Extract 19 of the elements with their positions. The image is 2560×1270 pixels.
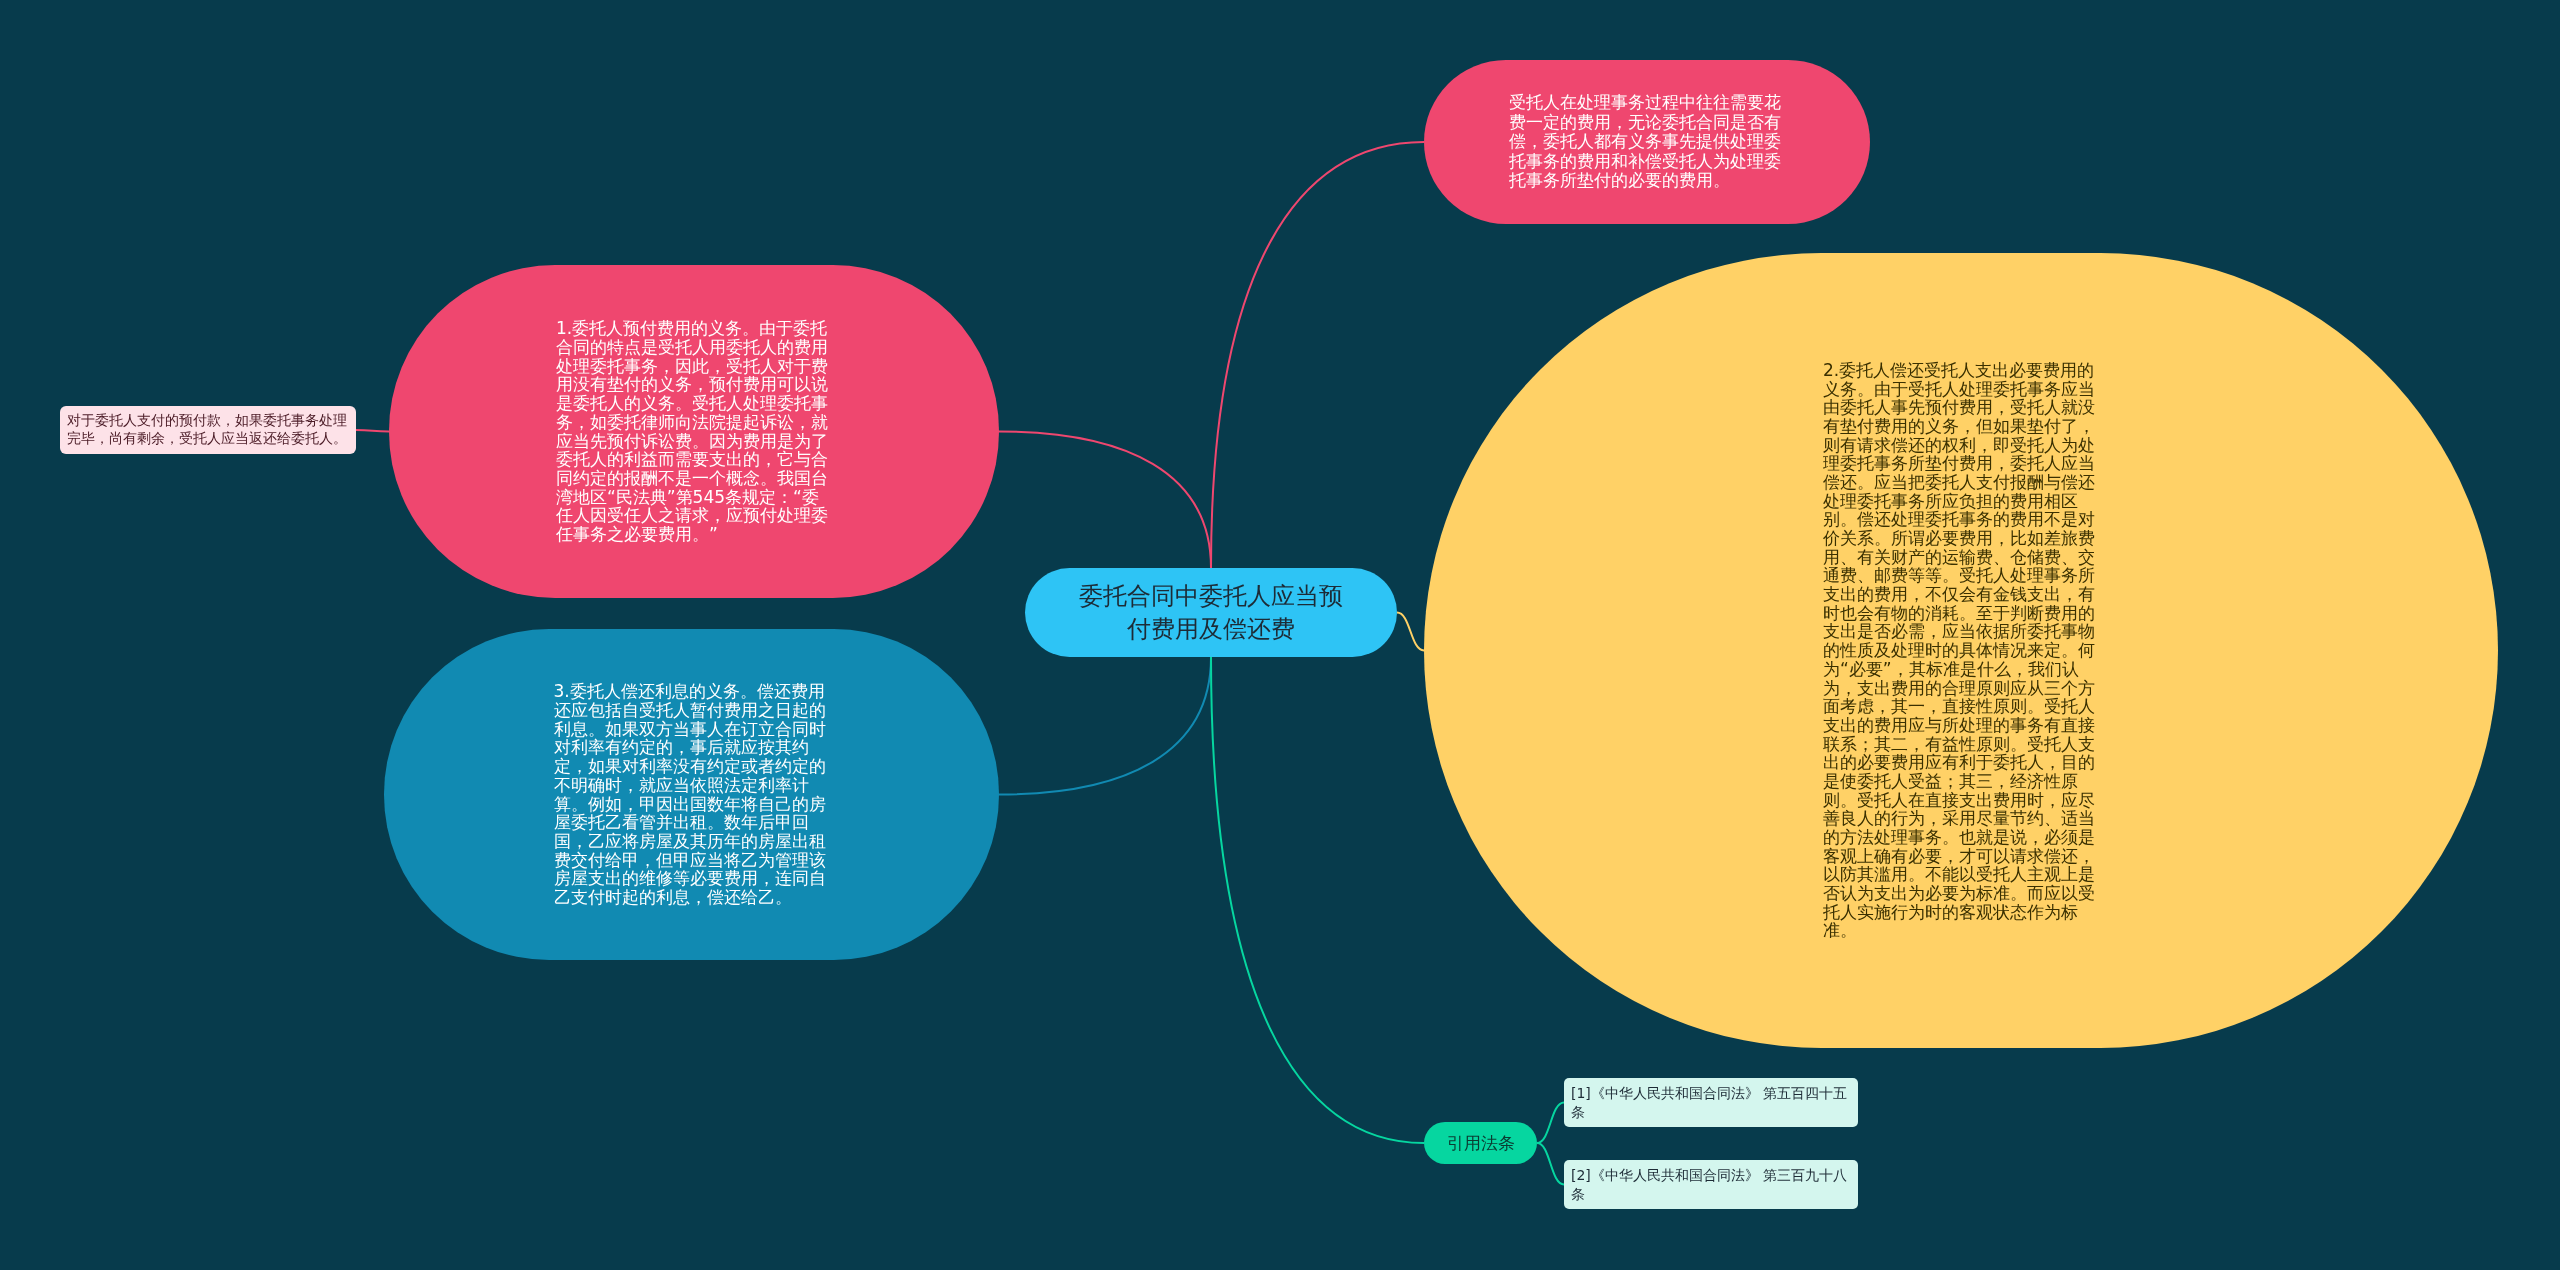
subtopic-pill — [1424, 1122, 1537, 1164]
topic-text: 委托合同中委托人应当预付费用及偿还费 — [1078, 581, 1344, 645]
topic-text: [1]《中华人民共和国合同法》 第五百四十五条 — [1571, 1084, 1849, 1121]
topic-text: 2.委托人偿还受托人支出必要费用的义务。由于受托人处理委托事务应当由委托人事先预付费用，受托人就没有垫付费用的义务，但如果垫付了，则有请求偿还的权利，即受托人为处理委托事务所垫付费用，委托人应当偿还。应当把委托人支付报酬与偿还处理委托事务所应负担的费用相区别。偿还处理委托事务的费用不是对价关系。所谓必要费用，比如差旅费用、有关财产的运输费、仓储费、交通费、邮费等等。受托人处理事务所支出的费用，不仅会有金钱支出，有时也会有物的消耗。至于判断费用的支出是否必需，应当依据所委托事物的性质及处理时的具体情况来定。何为“必要”，其标准是什么，我们认为，支出费用的合理原则应从三个方面考虑，其一，直接性原则。受托人支出的费用应与所处理的事务有直接联系；其二，有益性原则。受托人支出的必要费用应有利于委托人，目的是使委托人受益；其三，经济性原则。受托人在直接支出费用时，应尽善良人的行为，采用尽量节约、适当的方法处理事务。也就是说，必须是客观上确有必要，才可以请求偿还，以防其滥用。不能以受托人主观上是否认为支出为必要为标准。而应以受托人实施行为时的客观状态作为标准。 — [1823, 360, 2096, 941]
reference-box — [1564, 1160, 1858, 1209]
connector-line — [1396, 611, 1425, 652]
connector-line — [1536, 1142, 1565, 1186]
connector-line — [1210, 656, 1425, 1144]
connector-line — [998, 430, 1212, 569]
topic-text: 3.委托人偿还利息的义务。偿还费用还应包括自受托人暂付费用之日起的利息。如果双方当事人在订立合同时对利率有约定的，事后就应按其约定，如果对利率没有约定或者约定的不明确时，就应当依照法定利率计算。例如，甲因出国数年将自己的房屋委托乙看管并出租。数年后甲回国，乙应将房屋及其历年的房屋出租费交付给甲，但甲应当将乙为管理该房屋支出的维修等必要费用，连同自乙支付时起的利息，偿还给乙。 — [553, 682, 827, 907]
note-box — [60, 406, 356, 454]
topic-text: 对于委托人支付的预付款，如果委托事务处理完毕，尚有剩余，受托人应当返还给委托人。 — [67, 412, 348, 448]
topic-text: 引用法条 — [1445, 1132, 1516, 1154]
connector-line — [1536, 1101, 1565, 1144]
topic-text: [2]《中华人民共和国合同法》 第三百九十八条 — [1571, 1166, 1849, 1203]
topic-text: 1.委托人预付费用的义务。由于委托合同的特点是受托人用委托人的费用处理委托事务，因此，受托人对于费用没有垫付的义务，预付费用可以说是委托人的义务。受托人处理委托事务，如委托律师向法院提起诉讼，就应当先预付诉讼费。因为费用是为了委托人的利益而需要支出的，它与合同约定的报酬不是一个概念。我国台湾地区“民法典”第545条规定：“委任人因受任人之请求，应预付处理委任事务之必要费用。” — [556, 319, 829, 544]
topic-text: 受托人在处理事务过程中往往需要花费一定的费用，无论委托合同是否有偿，委托人都有义务事先提供处理委托事务的费用和补偿受托人为处理委托事务所垫付的必要的费用。 — [1509, 93, 1782, 191]
reference-box — [1564, 1078, 1858, 1127]
connector-line — [355, 429, 390, 433]
